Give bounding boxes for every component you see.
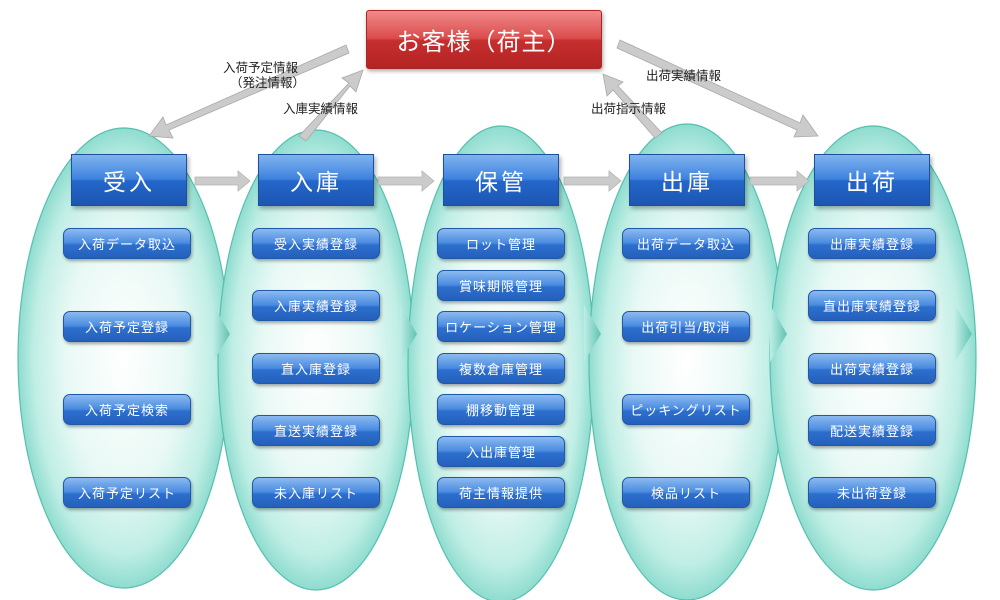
- function-button-lot-management[interactable]: ロット管理: [437, 228, 565, 259]
- arrow-right-icon: [749, 170, 810, 192]
- function-button-multi-warehouse-management[interactable]: 複数倉庫管理: [437, 353, 565, 384]
- stage-header-picking: 出庫: [629, 154, 745, 206]
- function-button-import-shipping-data[interactable]: 出荷データ取込: [622, 228, 750, 259]
- flow-label-receipt-result: 入庫実績情報: [283, 101, 359, 116]
- function-button-register-dispatch-result[interactable]: 出庫実績登録: [808, 228, 936, 259]
- arrow-up-icon: [602, 73, 663, 139]
- flow-label-order-info: （発注情報）: [230, 75, 306, 90]
- stage-header-receiving: 受入: [71, 154, 187, 206]
- function-button-register-direct-delivery[interactable]: 直送実績登録: [252, 415, 380, 446]
- chevron-right-icon: [770, 305, 787, 362]
- chevron-right-icon: [584, 305, 601, 362]
- function-button-register-direct-warehousing[interactable]: 直入庫登録: [252, 353, 380, 384]
- function-button-search-planned-arrival[interactable]: 入荷予定検索: [63, 394, 191, 425]
- function-button-register-unshipped[interactable]: 未出荷登録: [808, 477, 936, 508]
- function-button-register-shipping-result[interactable]: 出荷実績登録: [808, 353, 936, 384]
- chevron-right-icon: [955, 305, 972, 362]
- arrow-right-icon: [377, 170, 435, 192]
- function-button-shipper-info[interactable]: 荷主情報提供: [437, 477, 565, 508]
- stage-header-shipping: 出荷: [814, 154, 930, 206]
- function-button-shipping-allocation[interactable]: 出荷引当/取消: [622, 311, 750, 342]
- chevron-right-icon: [213, 305, 230, 362]
- function-button-shelf-move-management[interactable]: 棚移動管理: [437, 394, 565, 425]
- stage-header-warehousing: 入庫: [258, 154, 374, 206]
- function-button-register-planned-arrival[interactable]: 入荷予定登録: [63, 311, 191, 342]
- flow-label-ship-instruction: 出荷指示情報: [591, 101, 667, 116]
- function-button-planned-arrival-list[interactable]: 入荷予定リスト: [63, 477, 191, 508]
- customer-box: お客様（荷主）: [366, 10, 602, 69]
- function-button-register-warehousing-result[interactable]: 入庫実績登録: [252, 290, 380, 321]
- arrow-up-right-icon: [298, 69, 364, 142]
- function-button-picking-list[interactable]: ピッキングリスト: [622, 394, 750, 425]
- flow-label-planned-arrival: 入荷予定情報: [223, 60, 299, 75]
- function-button-register-direct-dispatch[interactable]: 直出庫実績登録: [808, 290, 936, 321]
- chevron-right-icon: [400, 305, 417, 362]
- function-button-location-management[interactable]: ロケーション管理: [437, 311, 565, 342]
- arrow-right-icon: [563, 170, 622, 192]
- function-button-expiry-management[interactable]: 賞味期限管理: [437, 270, 565, 301]
- customer-label: お客様（荷主）: [396, 28, 572, 56]
- flow-label-ship-result: 出荷実績情報: [646, 68, 722, 83]
- arrow-down-right-icon: [616, 39, 819, 138]
- function-button-import-arrival-data[interactable]: 入荷データ取込: [63, 228, 191, 259]
- function-button-register-delivery-result[interactable]: 配送実績登録: [808, 415, 936, 446]
- stage-header-storage: 保管: [443, 154, 559, 206]
- function-button-unreceived-list[interactable]: 未入庫リスト: [252, 477, 380, 508]
- function-button-inout-management[interactable]: 入出庫管理: [437, 436, 565, 467]
- arrow-down-left-icon: [148, 44, 350, 139]
- function-button-inspection-list[interactable]: 検品リスト: [622, 477, 750, 508]
- arrow-right-icon: [194, 170, 251, 192]
- function-button-register-receipt-result[interactable]: 受入実績登録: [252, 228, 380, 259]
